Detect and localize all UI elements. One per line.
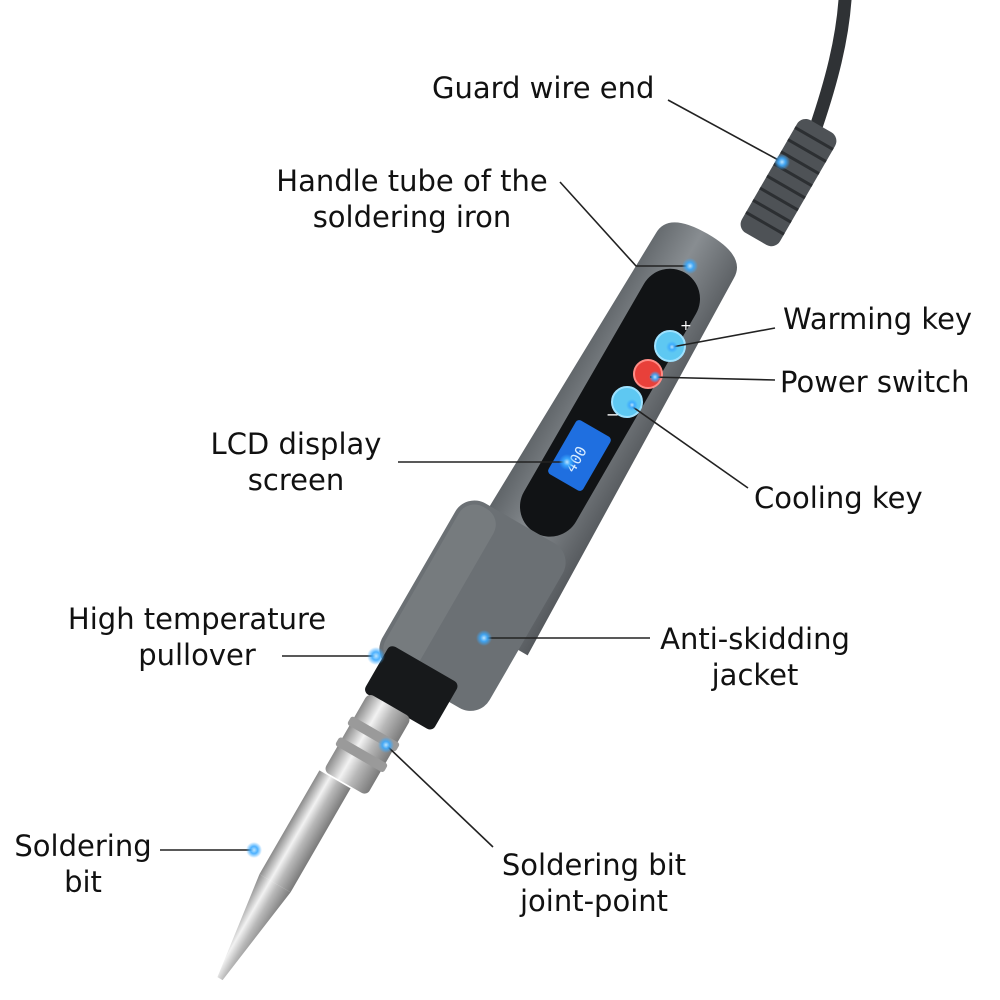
label-warming-key-text: Warming key — [783, 302, 973, 336]
high-temp-pullover-shape — [365, 646, 458, 730]
label-anti-skidding-jacket: Anti-skidding jacket — [650, 621, 860, 693]
dot-pullover — [367, 647, 385, 665]
label-anti-skidding-jacket-line2: jacket — [711, 658, 799, 692]
label-handle-tube-line2: soldering iron — [312, 200, 512, 234]
label-cooling-key-text: Cooling key — [754, 481, 923, 515]
soldering-bit-shape — [217, 770, 351, 981]
dot-joint — [378, 737, 394, 753]
dot-guard-wire — [774, 154, 790, 170]
anti-skidding-jacket-shape — [379, 500, 566, 711]
label-handle-tube-line1: Handle tube of the — [276, 164, 548, 198]
guard-wire-end — [740, 118, 837, 247]
dot-bit — [246, 842, 262, 858]
label-high-temp-pullover-line2: pullover — [138, 638, 256, 672]
dot-cooling-key — [626, 399, 638, 411]
leader-guard-wire — [667, 99, 783, 163]
plus-symbol: + — [680, 318, 692, 334]
dot-lcd — [559, 454, 575, 470]
label-soldering-bit: Soldering bit — [10, 828, 156, 900]
leader-warming-key — [671, 327, 776, 348]
label-guard-wire-end: Guard wire end — [432, 70, 654, 106]
lcd-display — [548, 420, 611, 491]
label-anti-skidding-jacket-line1: Anti-skidding — [660, 622, 850, 656]
minus-symbol: − — [606, 405, 619, 424]
anchor-dots — [246, 154, 790, 858]
label-soldering-bit-line2: bit — [64, 865, 102, 899]
label-soldering-bit-joint-line1: Soldering bit — [501, 848, 687, 882]
leader-handle-tube — [559, 181, 690, 267]
power-cable — [808, 0, 852, 137]
label-soldering-bit-joint-line2: joint-point — [519, 884, 669, 918]
label-lcd-display-line1: LCD display — [210, 427, 382, 461]
label-cooling-key: Cooling key — [754, 480, 923, 516]
dot-warming-key — [666, 341, 678, 353]
leader-cooling-key — [629, 404, 749, 489]
label-lcd-display-line2: screen — [247, 463, 345, 497]
label-soldering-bit-joint: Soldering bit joint-point — [494, 847, 694, 919]
leader-power-switch — [649, 376, 776, 381]
dot-power-switch — [649, 371, 661, 383]
leader-lines — [160, 99, 783, 851]
label-guard-wire-end-text: Guard wire end — [432, 71, 655, 105]
label-soldering-bit-line1: Soldering — [14, 829, 152, 863]
label-power-switch: Power switch — [780, 364, 969, 400]
dot-handle-tube — [682, 258, 698, 274]
label-warming-key: Warming key — [783, 301, 972, 337]
label-high-temp-pullover: High temperature pullover — [62, 601, 332, 673]
label-handle-tube: Handle tube of the soldering iron — [272, 163, 552, 235]
label-lcd-display: LCD display screen — [196, 426, 396, 498]
label-high-temp-pullover-line1: High temperature — [67, 602, 327, 636]
dot-jacket — [476, 630, 492, 646]
leader-joint — [385, 744, 494, 848]
label-power-switch-text: Power switch — [780, 365, 970, 399]
